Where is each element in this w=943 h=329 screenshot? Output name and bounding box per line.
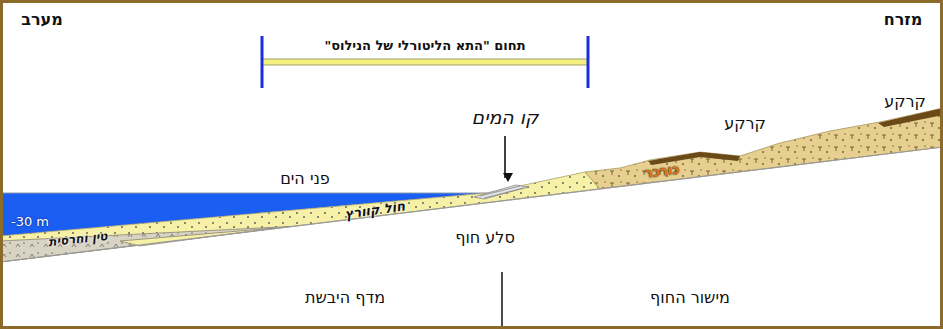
sea-surface xyxy=(0,193,487,194)
soil-strip xyxy=(648,152,740,165)
divider-line xyxy=(501,272,503,329)
kurkar-layer xyxy=(585,108,943,189)
zone-label: מדף היבשת xyxy=(305,289,385,307)
extent-tick xyxy=(261,36,264,88)
beach-rock xyxy=(474,185,528,199)
soil-label: קרקע xyxy=(884,93,926,111)
sea-label: פני הים xyxy=(280,170,330,188)
layer-label: סלע חוף xyxy=(455,229,515,247)
zone-label: מישור החוף xyxy=(650,289,730,307)
base-line xyxy=(0,147,943,262)
pointer-arrow xyxy=(504,136,506,178)
direction-label: מזרח xyxy=(884,11,923,29)
extent-tick xyxy=(587,36,590,88)
pointer-label: קו המים xyxy=(472,107,539,129)
extent-title: תחום "התא הליטורלי של הנילוס" xyxy=(324,39,525,54)
soil-label: קרקע xyxy=(724,115,766,133)
extent-bar xyxy=(262,59,588,65)
beach-rock-hatch xyxy=(480,186,524,198)
direction-label: מערב xyxy=(21,11,63,29)
soil-strip xyxy=(878,108,943,127)
depth-label: -30 m xyxy=(11,215,49,230)
